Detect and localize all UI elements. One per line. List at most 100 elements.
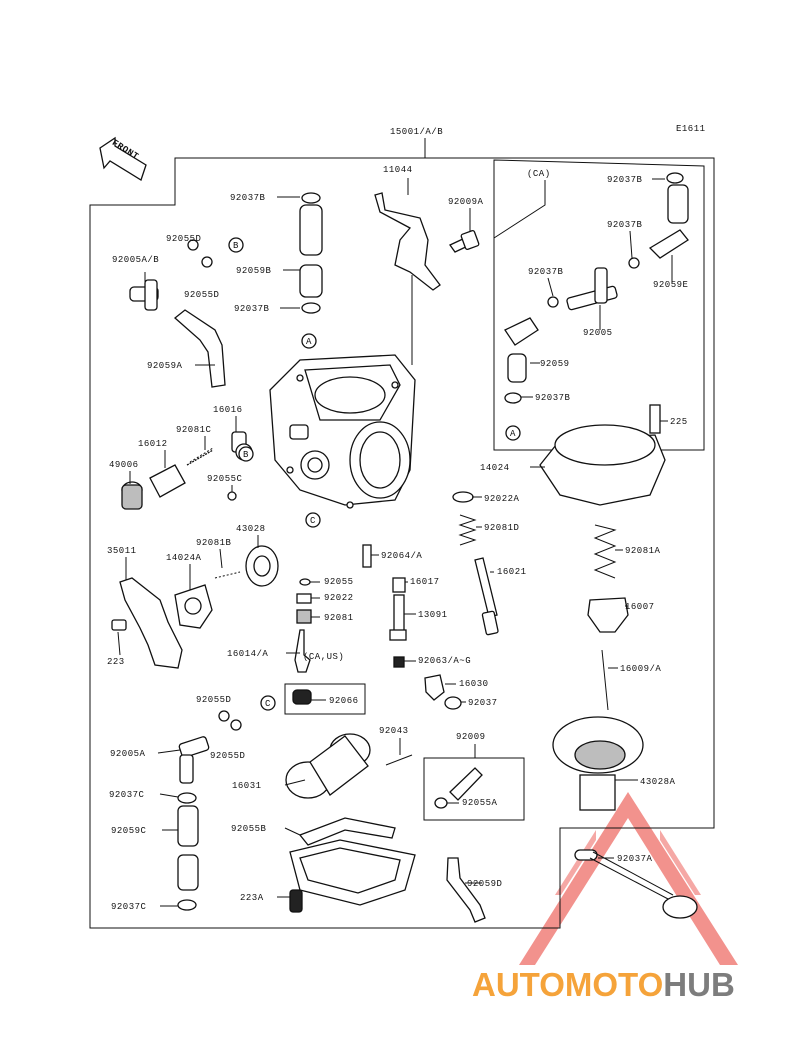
tee-92005 [566,267,618,311]
part-label: 92055D [196,695,231,705]
tube-ca-top [667,184,689,224]
tube-92059b [299,204,323,256]
bracket-11044 [374,192,441,291]
part-label: 92081 [324,613,354,623]
leader-line [547,277,554,297]
outer-frame [89,157,715,929]
part-label: 16014/A [227,649,268,659]
part-label: 92063/A~G [418,656,471,666]
callout-letter: A [510,429,516,439]
leader-line [284,779,306,786]
part-label: 16012 [138,439,168,449]
fitting-92005a [178,710,242,784]
part-label: 13091 [418,610,448,620]
callout-letter: C [265,699,271,709]
part-label: 92055D [184,290,219,300]
part-label: 92055D [166,234,201,244]
part-label: 16016 [213,405,243,415]
diaphragm-43028a [552,716,644,811]
part-label: 92055B [231,824,267,834]
part-label: 223A [240,893,264,903]
part-label: 16021 [497,567,527,577]
part-label: 92005A [110,749,146,759]
ca-label: (CA) [527,169,551,179]
part-label: 16031 [232,781,262,791]
part-label: 92059C [111,826,147,836]
part-label: 92081A [625,546,661,556]
part-label: 92037C [111,902,147,912]
leader-lines [117,178,673,907]
part-label: 92059 [540,359,570,369]
leader-line [159,793,179,798]
spring-92081a [593,524,617,579]
carburetor-body [269,354,416,509]
callout-letter: A [306,337,312,347]
part-label: 92037B [230,193,266,203]
top-cover-14024 [539,404,666,506]
part-label: 35011 [107,546,137,556]
float-bowl-assembly [289,817,416,913]
part-label: 14024 [480,463,510,473]
callout-marker: A [505,425,521,441]
part-label: 92005 [583,328,613,338]
part-label: 92022A [484,494,520,504]
tube-92059b-lower [299,264,323,298]
leader-line [157,749,181,754]
part-label: 92059D [467,879,502,889]
part-label: 43028A [640,777,676,787]
callout-letter: B [243,450,249,460]
part-label: 92037 [468,698,498,708]
part-label: 92059A [147,361,183,371]
callout-marker: B [228,237,244,253]
part-label: 92037B [607,175,643,185]
part-label: 16007 [625,602,655,612]
spring-92081d [458,514,477,546]
part-label: 92055C [207,474,243,484]
part-label: 16017 [410,577,440,587]
gasket-ring-92037a [574,849,698,919]
pin-92043 [385,754,413,766]
leader-line [219,548,223,569]
screw-92009a [449,230,480,253]
watermark-part2: HUB [663,966,735,1003]
float-16031 [285,733,371,799]
part-label: 92064/A [381,551,422,561]
part-label: 92081C [176,425,212,435]
part-label: 16030 [459,679,489,689]
diagram-code: E1611 [676,124,706,134]
washer-92022a [452,491,474,503]
front-arrow-icon [99,136,147,181]
needle-16009 [601,649,609,711]
ca-us-box [284,683,366,715]
ca-us-label: (CA,US) [303,652,344,662]
screw-16021 [474,557,499,636]
part-label: 92009 [456,732,486,742]
part-label: 92037B [607,220,643,230]
part-label: 92022 [324,593,354,603]
part-label: 92037A [617,854,653,864]
assembly-number: 15001/A/B [390,127,443,137]
float-valve-box [423,757,525,821]
watermark-part1: AUTOMOTO [472,966,663,1003]
part-label: 43028 [236,524,266,534]
leader-line [284,827,301,836]
leader-line [117,631,121,656]
callout-letter: C [310,516,316,526]
part-label: 92066 [329,696,359,706]
part-label: 92055D [210,751,245,761]
part-label: 92037B [528,267,564,277]
callout-letter: B [233,241,239,251]
part-label: 92009A [448,197,484,207]
part-label: 16009/A [620,664,661,674]
part-label: 92059E [653,280,688,290]
fitting-92005ab [129,239,213,311]
callout-marker: C [305,512,321,528]
part-label: 14024A [166,553,202,563]
part-label: 92059B [236,266,272,276]
part-label: 92081B [196,538,232,548]
part-label: 11044 [383,165,413,175]
leader-line [629,230,633,259]
accel-pump-assembly [111,545,279,669]
